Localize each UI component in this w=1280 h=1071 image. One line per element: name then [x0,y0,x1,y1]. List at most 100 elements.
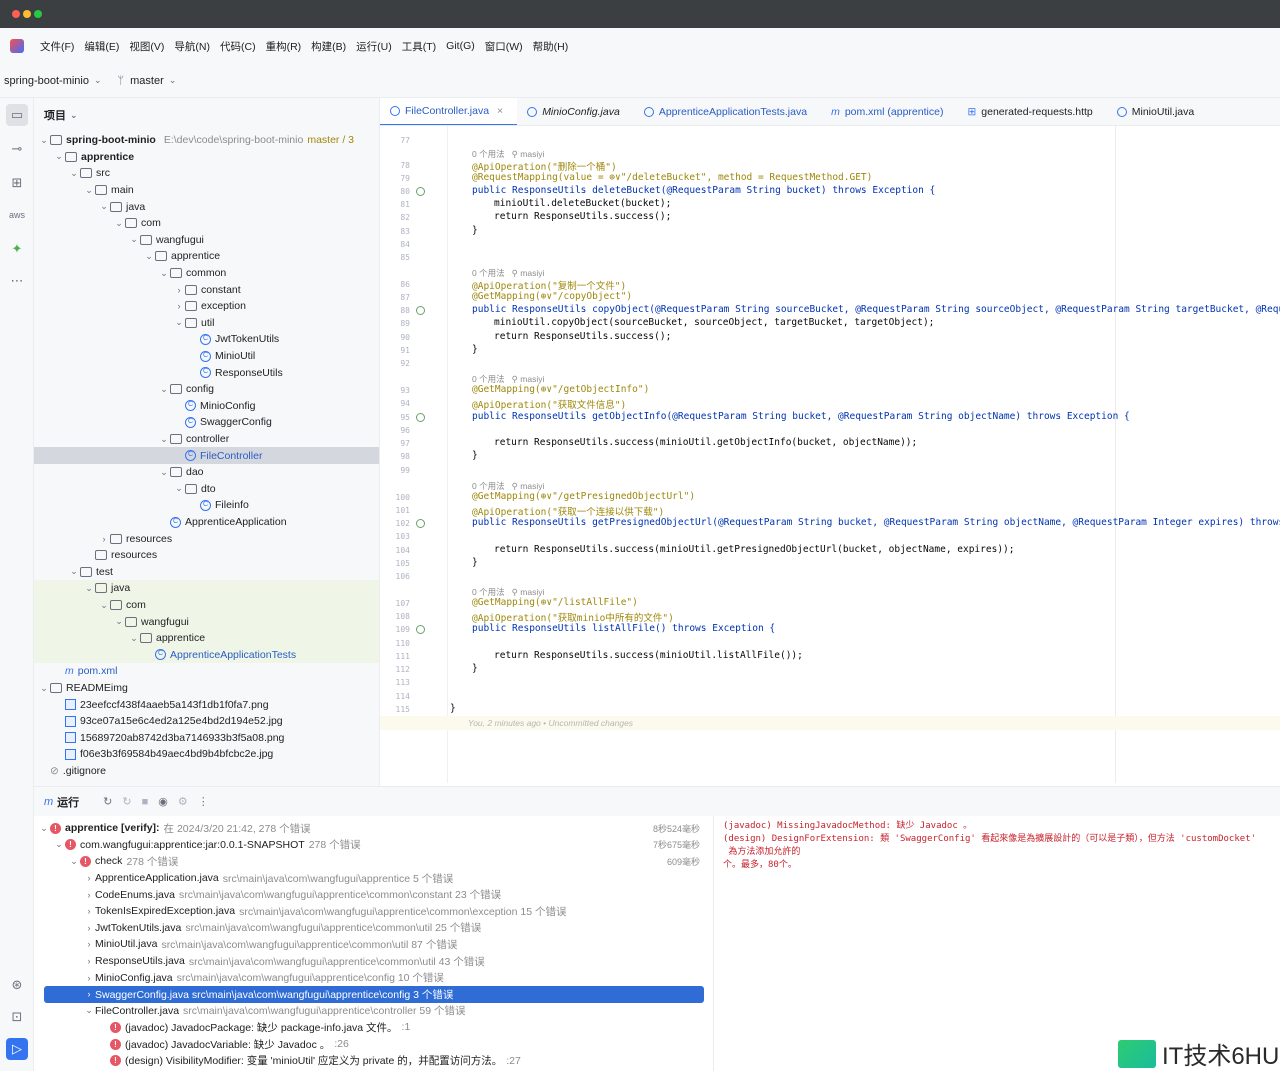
tab-filecontroller[interactable]: FileController.java× [380,98,518,125]
tab-apprenticeapplicationtests[interactable]: ApprenticeApplicationTests.java [634,98,821,125]
expand-arrow-icon[interactable]: ⌄ [40,682,48,693]
commit-icon[interactable]: ⊸ [11,141,23,156]
expand-arrow-icon[interactable]: ⌄ [85,184,93,195]
expand-arrow-icon[interactable]: › [87,906,91,917]
tree-item[interactable]: 15689720ab8742d3ba7146933b3f5a08.png [34,730,379,747]
tree-item[interactable]: ⌄java [34,198,379,215]
expand-arrow-icon[interactable]: › [102,533,106,544]
expand-arrow-icon[interactable]: ⌄ [160,267,168,278]
expand-arrow-icon[interactable]: › [87,956,91,967]
menu-refactor[interactable]: 重构(R) [265,40,302,53]
expand-arrow-icon[interactable]: › [87,939,91,950]
endpoint-gutter-icon[interactable] [416,413,425,422]
tree-item[interactable]: ⌄config [34,381,379,398]
aws-icon[interactable]: aws [8,210,25,220]
close-icon[interactable]: × [497,104,504,117]
endpoint-gutter-icon[interactable] [416,519,425,528]
expand-arrow-icon[interactable]: ⌄ [40,134,48,145]
maximize-window-button[interactable] [34,10,42,18]
expand-arrow-icon[interactable]: ⌄ [100,201,108,212]
tree-item[interactable]: ⌄com [34,596,379,614]
menu-edit[interactable]: 编辑(E) [84,40,120,53]
tree-item[interactable]: 23eefccf438f4aaeb5a143f1db1f0fa7.png [34,696,379,713]
tree-root[interactable]: ⌄ spring-boot-minio E:\dev\code\spring-b… [34,132,379,149]
tree-item[interactable]: ›exception [34,298,379,315]
tree-item[interactable]: ⊘.gitignore [34,763,379,780]
endpoint-gutter-icon[interactable] [416,625,425,634]
tree-item[interactable]: ⌄apprentice [34,149,379,166]
tree-item[interactable]: ⌄apprentice [34,630,379,647]
menu-code[interactable]: 代码(C) [220,40,256,53]
tree-item[interactable]: ⌄dao [34,464,379,481]
menu-git[interactable]: Git(G) [446,40,475,52]
expand-arrow-icon[interactable]: ⌄ [70,855,78,866]
expand-arrow-icon[interactable]: ⌄ [160,433,168,444]
tree-item[interactable]: ⌄util [34,315,379,332]
expand-arrow-icon[interactable]: ⌄ [70,566,78,577]
expand-arrow-icon[interactable]: ⌄ [160,466,168,477]
run-tree-row-selected[interactable]: ›SwaggerConfig.java src\main\java\com\wa… [44,986,704,1003]
tree-item[interactable]: ›resources [34,530,379,547]
expand-arrow-icon[interactable]: › [87,989,91,1000]
expand-arrow-icon[interactable]: ⌄ [70,167,78,178]
plugin-icon[interactable]: ✦ [11,241,23,256]
tree-item[interactable]: ⌄common [34,265,379,282]
branch-selector[interactable]: master [130,74,164,87]
menu-run[interactable]: 运行(U) [356,40,392,53]
tab-generated-requests[interactable]: ⊞generated-requests.http [957,98,1106,125]
more-icon[interactable]: ⋯ [10,273,24,288]
menu-window[interactable]: 窗口(W) [484,40,523,53]
tree-item[interactable]: ⌄READMEimg [34,680,379,697]
menu-tools[interactable]: 工具(T) [401,40,437,53]
expand-arrow-icon[interactable]: ⌄ [85,582,93,593]
run-tree-row[interactable]: ⌄!apprentice [verify]:在 2024/3/20 21:42,… [34,820,713,837]
expand-arrow-icon[interactable]: ⌄ [85,1005,93,1016]
expand-arrow-icon[interactable]: ⌄ [55,839,63,850]
tree-item[interactable]: ⌄java [34,580,379,597]
tree-item[interactable]: ⌄test [34,564,379,581]
expand-arrow-icon[interactable]: ⌄ [55,151,63,162]
expand-arrow-icon[interactable]: ⌄ [145,250,153,261]
run-panel-title[interactable]: 运行 [57,796,80,809]
expand-arrow-icon[interactable]: ⌄ [115,616,123,627]
expand-arrow-icon[interactable]: ⌄ [160,383,168,394]
tree-item[interactable]: ⌄src [34,165,379,182]
minimize-window-button[interactable] [23,10,31,18]
structure-icon[interactable]: ⊞ [11,175,23,190]
tree-item[interactable]: f06e3b3f69584b49aec4bd9b4bfcbc2e.jpg [34,746,379,763]
expand-arrow-icon[interactable]: ⌄ [175,317,183,328]
folder-icon[interactable]: ▭ [6,104,28,126]
expand-arrow-icon[interactable]: › [177,301,181,312]
rerun-icon[interactable]: ↻ [103,796,113,808]
project-selector[interactable]: spring-boot-minio [4,74,89,87]
services-icon[interactable]: ⊛ [11,977,23,992]
run-tree-row[interactable]: !(javadoc) JavadocPackage: 缺少 package-in… [34,1019,713,1036]
tree-item[interactable]: 93ce07a15e6c4ed2a125e4bd2d194e52.jpg [34,713,379,730]
expand-arrow-icon[interactable]: ⌄ [40,822,48,833]
tree-item[interactable]: ⌄wangfugui [34,232,379,249]
menu-file[interactable]: 文件(F) [40,40,75,53]
refresh-icon[interactable]: ↻ [122,796,132,808]
tree-item[interactable]: ⌄main [34,182,379,199]
tree-item[interactable]: resources [34,547,379,564]
expand-arrow-icon[interactable]: ⌄ [175,483,183,494]
menu-build[interactable]: 构建(B) [311,40,347,53]
tree-item[interactable]: ⌄controller [34,431,379,448]
expand-arrow-icon[interactable]: ⌄ [100,599,108,610]
